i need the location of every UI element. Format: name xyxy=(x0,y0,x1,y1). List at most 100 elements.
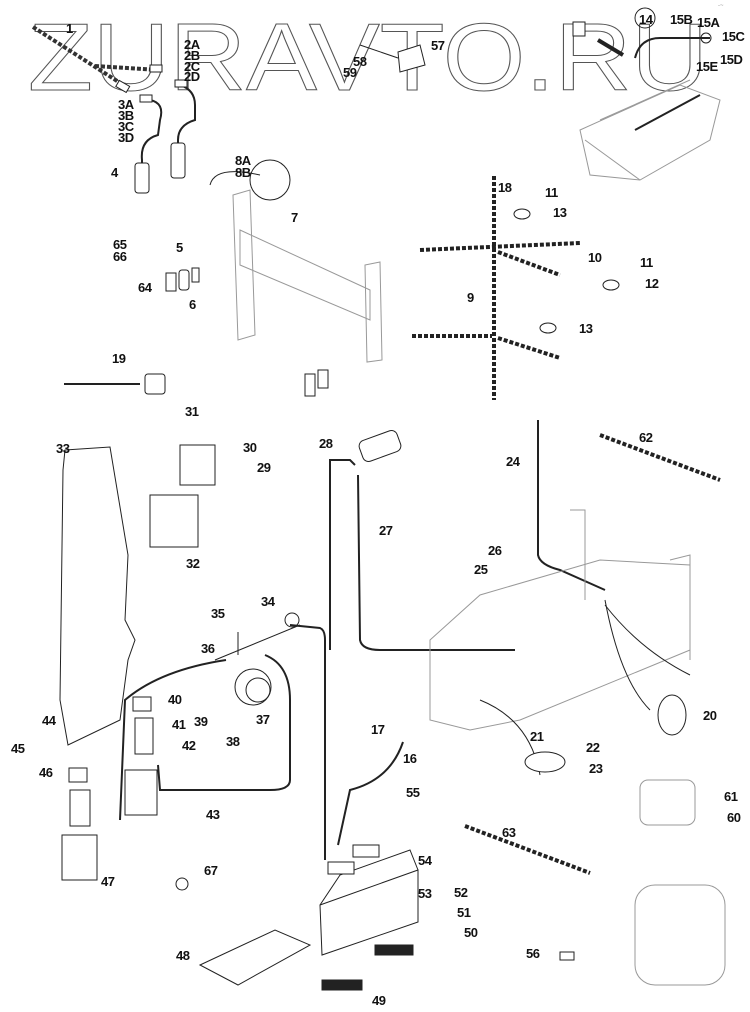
callout-2c: 2C xyxy=(184,59,200,74)
callout-63: 63 xyxy=(502,825,516,840)
frame-upper xyxy=(209,159,383,363)
callout-10: 10 xyxy=(588,250,602,265)
callout-1: 1 xyxy=(66,21,73,36)
callout-44: 44 xyxy=(42,713,56,728)
callout-47: 47 xyxy=(101,874,115,889)
callout-16: 16 xyxy=(403,751,417,766)
callout-3c: 3C xyxy=(118,119,134,134)
callout-65: 65 xyxy=(113,237,127,252)
callout-7: 7 xyxy=(291,210,298,225)
callout-43: 43 xyxy=(206,807,220,822)
callout-23: 23 xyxy=(589,761,603,776)
callout-33: 33 xyxy=(56,441,70,456)
battery-tray-48 xyxy=(198,929,312,986)
connector-parts xyxy=(165,267,329,397)
callout-37: 37 xyxy=(256,712,270,727)
callout-3b: 3B xyxy=(118,108,134,123)
pads-49 xyxy=(321,944,414,991)
callout-8a: 8A xyxy=(235,153,251,168)
callout-45: 45 xyxy=(11,741,25,756)
callout-67: 67 xyxy=(204,863,218,878)
clips xyxy=(513,208,620,334)
callout-8b: 8B xyxy=(235,165,251,180)
callout-46: 46 xyxy=(39,765,53,780)
callout-32: 32 xyxy=(186,556,200,571)
callout-15b: 15B xyxy=(670,12,693,27)
callout-15e: 15E xyxy=(696,59,718,74)
callout-21: 21 xyxy=(530,729,544,744)
callout-36: 36 xyxy=(201,641,215,656)
callout-38: 38 xyxy=(226,734,240,749)
callout-54: 54 xyxy=(418,853,432,868)
callout-14: 14 xyxy=(639,12,653,27)
callout-26: 26 xyxy=(488,543,502,558)
sender-56 xyxy=(559,951,575,961)
callout-49: 49 xyxy=(372,993,386,1008)
callout-61: 61 xyxy=(724,789,738,804)
callout-2b: 2B xyxy=(184,48,200,63)
callout-52: 52 xyxy=(454,885,468,900)
callout-18: 18 xyxy=(498,180,512,195)
callout-2a: 2A xyxy=(184,37,200,52)
callout-3d: 3D xyxy=(118,130,134,145)
callout-20: 20 xyxy=(703,708,717,723)
callout-41: 41 xyxy=(172,717,186,732)
callout-48: 48 xyxy=(176,948,190,963)
callout-12: 12 xyxy=(645,276,659,291)
callout-66: 66 xyxy=(113,249,127,264)
callout-39: 39 xyxy=(194,714,208,729)
cable-24 xyxy=(537,420,606,591)
callout-2d: 2D xyxy=(184,69,200,84)
callout-56: 56 xyxy=(526,946,540,961)
battery-54 xyxy=(319,741,419,956)
callout-11-upper: 11 xyxy=(545,185,558,200)
cover-57 xyxy=(359,44,426,73)
loader-front xyxy=(579,79,721,181)
compressor-37 xyxy=(119,612,326,860)
callout-50: 50 xyxy=(464,925,478,940)
callout-51: 51 xyxy=(457,905,471,920)
rear-frame xyxy=(429,509,691,776)
starter-motor xyxy=(329,430,515,651)
callout-5: 5 xyxy=(176,240,183,255)
wiring-harness-1 xyxy=(31,25,163,94)
callout-53: 53 xyxy=(418,886,432,901)
callout-31: 31 xyxy=(185,404,199,419)
callout-35: 35 xyxy=(211,606,225,621)
callout-9: 9 xyxy=(467,290,474,305)
callout-29: 29 xyxy=(257,460,271,475)
callout-40: 40 xyxy=(168,692,182,707)
wiring-harness-9 xyxy=(412,176,581,400)
callout-22: 22 xyxy=(586,740,600,755)
callout-13-lower: 13 xyxy=(579,321,593,336)
callout-28: 28 xyxy=(319,436,333,451)
callout-24: 24 xyxy=(506,454,520,469)
relays xyxy=(149,444,216,548)
bracket-14 xyxy=(572,7,712,59)
callout-4: 4 xyxy=(111,165,118,180)
callout-30: 30 xyxy=(243,440,257,455)
callout-15d: 15D xyxy=(720,52,743,67)
callout-25: 25 xyxy=(474,562,488,577)
watermark-text: ZURAVTO.RU xyxy=(28,4,708,111)
callout-58: 58 xyxy=(353,54,367,69)
mounting-plate-33 xyxy=(59,446,136,746)
callout-3a: 3A xyxy=(118,97,134,112)
callout-62: 62 xyxy=(639,430,653,445)
callout-17: 17 xyxy=(371,722,385,737)
callout-42: 42 xyxy=(182,738,196,753)
horn-parts xyxy=(524,694,687,773)
callout-59: 59 xyxy=(343,65,357,80)
callout-19: 19 xyxy=(112,351,126,366)
callout-27: 27 xyxy=(379,523,393,538)
callout-11-lower: 11 xyxy=(640,255,653,270)
sensor-19 xyxy=(64,373,166,395)
callout-57: 57 xyxy=(431,38,445,53)
sensor-cables xyxy=(134,79,196,194)
callout-6: 6 xyxy=(189,297,196,312)
fuse-blocks xyxy=(61,696,158,881)
callout-55: 55 xyxy=(406,785,420,800)
